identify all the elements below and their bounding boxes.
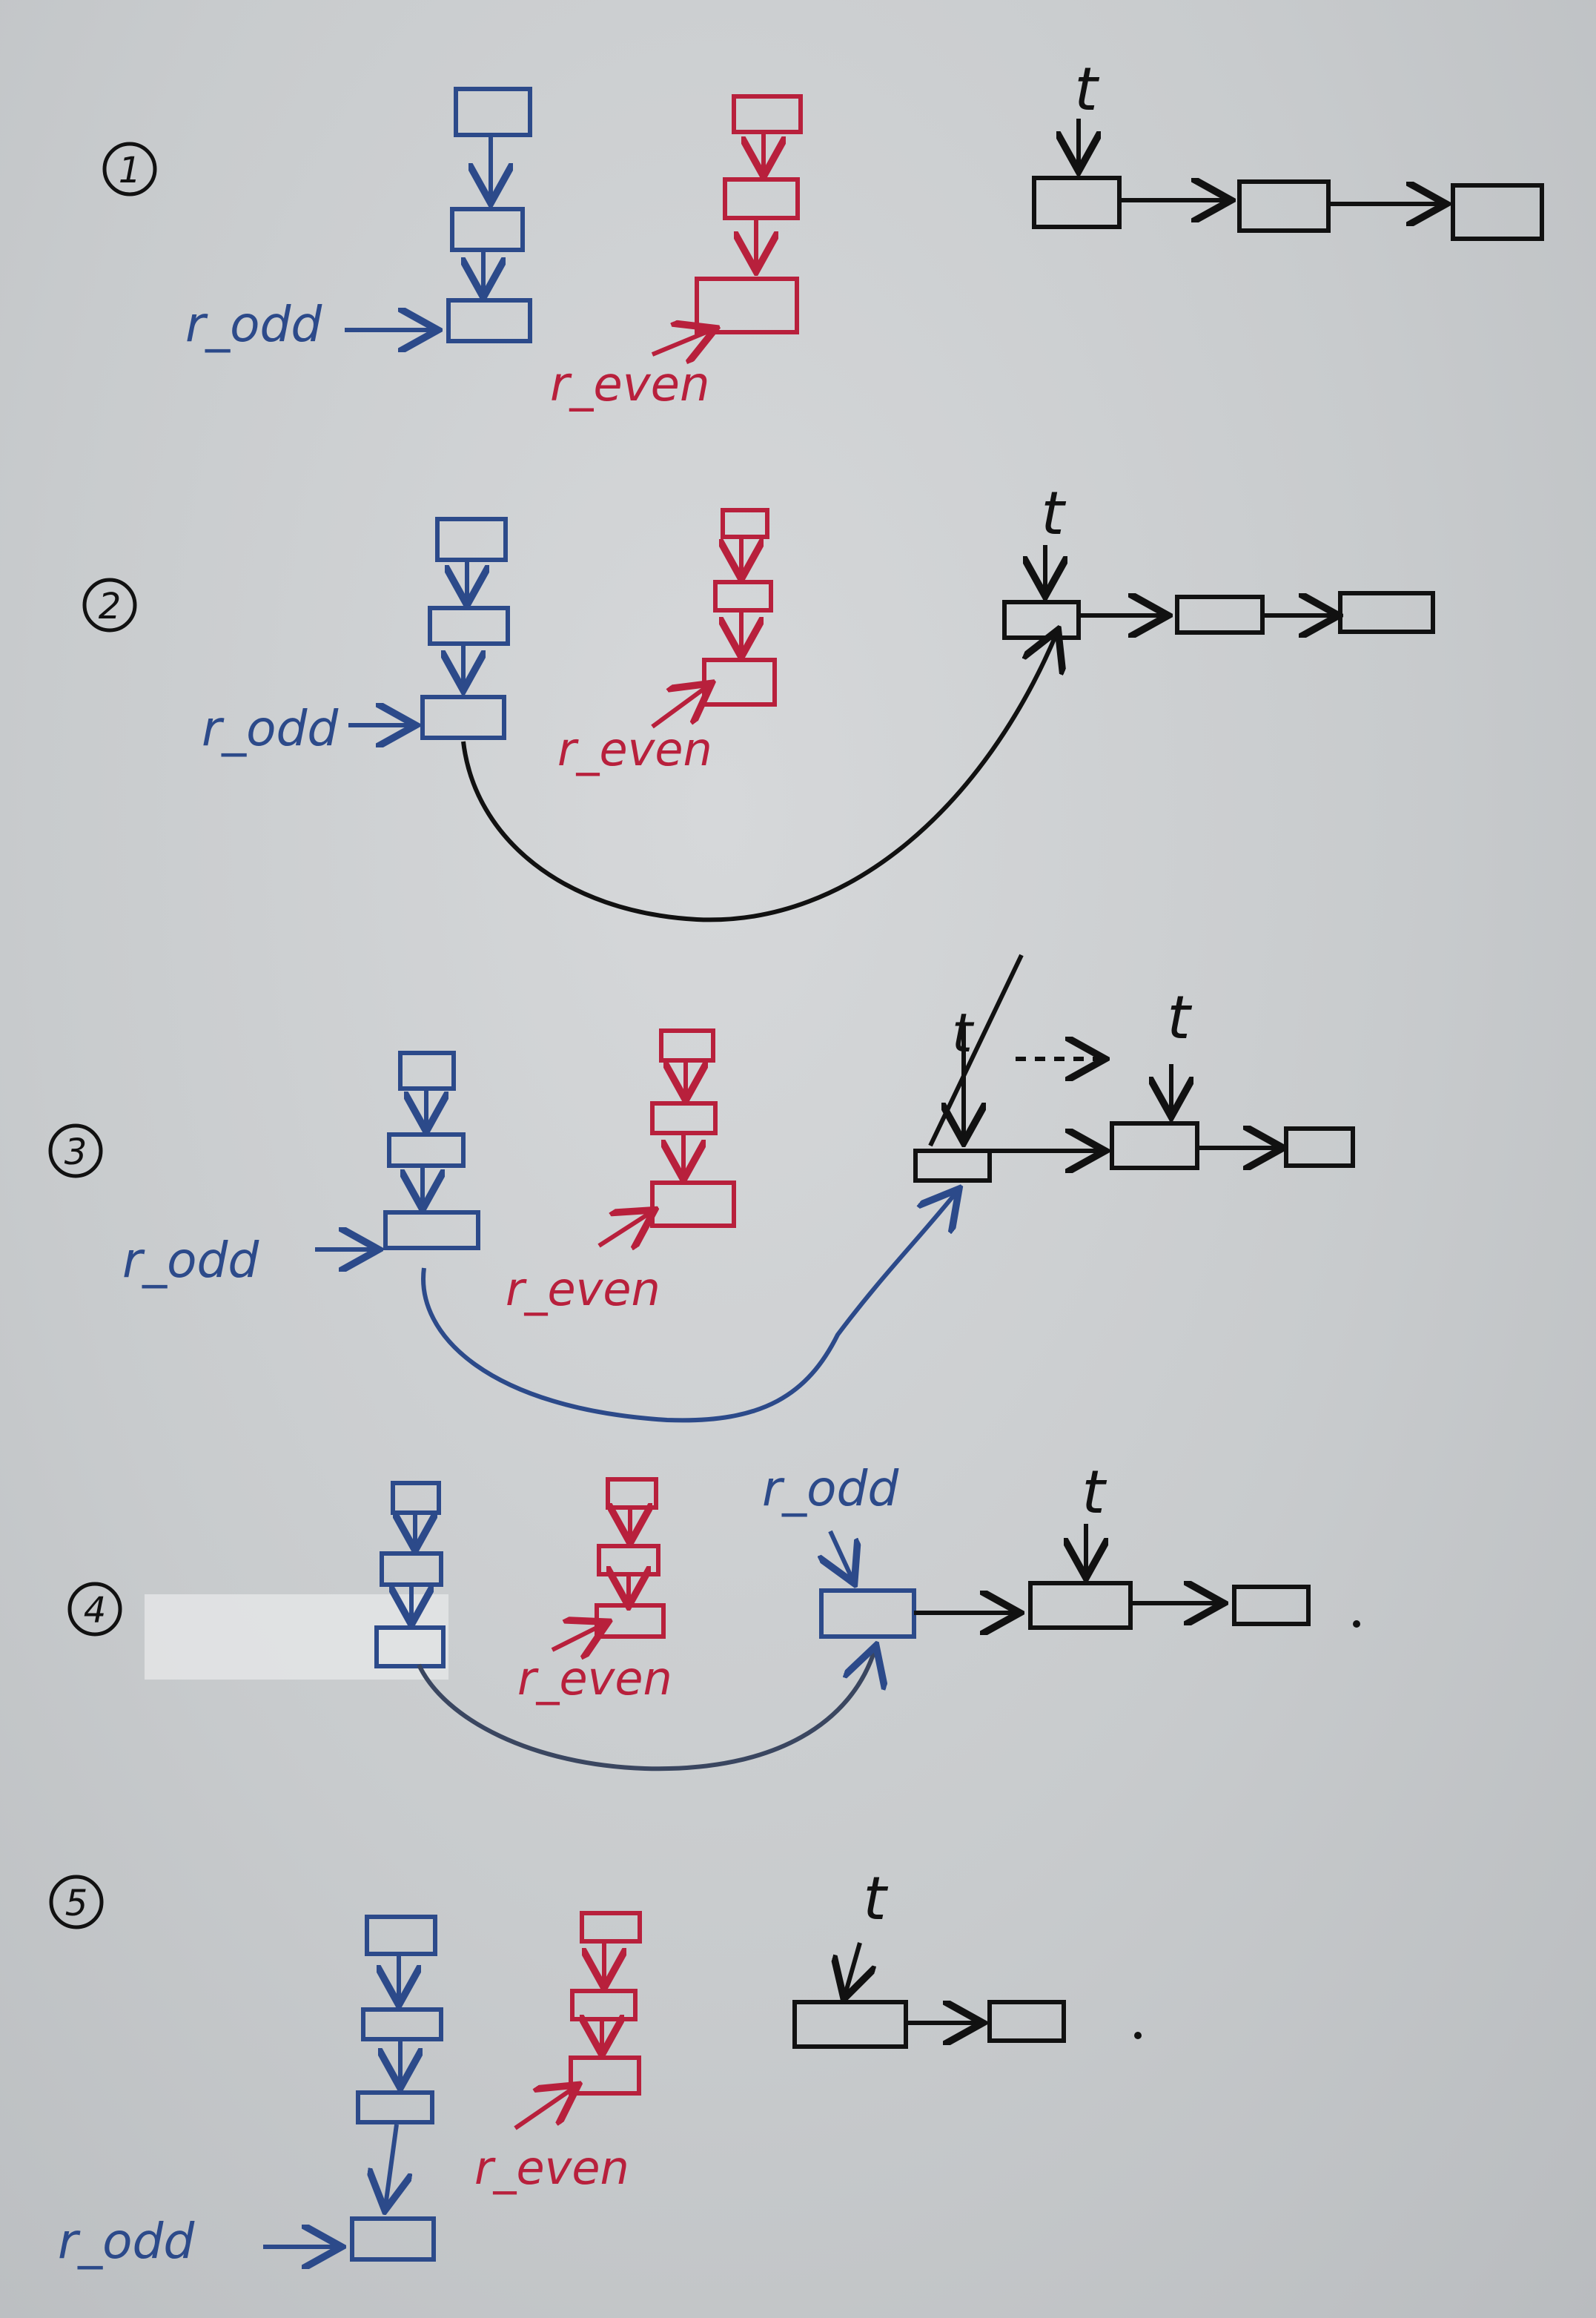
tail-label: t [1167,983,1192,1052]
tail-label: t [1074,55,1099,124]
odd-node [446,298,532,343]
list-node [1232,1585,1311,1626]
odd-stack-1 [345,87,532,343]
list-3 [913,954,1355,1183]
step-3-badge [48,1123,103,1178]
tail-label: t [863,1864,888,1933]
even-node [597,1544,660,1576]
step-1-badge [102,142,157,197]
even-node [713,580,773,612]
odd-node [380,1551,443,1587]
r-odd-label: r_odd [122,1232,259,1289]
step-1-number: 1 [119,150,142,191]
r-odd-label: r_odd [58,2213,195,2270]
list-node [1032,176,1122,229]
step-2-number: 2 [99,586,122,627]
even-node [723,177,800,220]
odd-node [450,207,525,252]
list-2 [461,545,1435,922]
odd-node [374,1625,446,1668]
odd-node [383,1210,480,1250]
step-2: 2 r_odd r_even t [82,479,1435,922]
r-even-label: r_even [506,1262,660,1316]
list-5 [792,1942,1066,2049]
step-2-badge [82,578,137,633]
list-4 [417,1530,916,1771]
even-stack-1 [651,94,803,354]
period-mark [1353,1620,1360,1628]
list-node [1175,595,1265,635]
even-stack-3 [597,1028,736,1246]
odd-node [387,1132,466,1168]
step-1: 1 r_odd r_even [102,55,1544,412]
even-node [650,1181,736,1228]
list-node [1237,179,1331,233]
even-stack-2 [651,508,777,729]
step-4: 4 r_even r_odd [67,1458,1360,1771]
list-node [1110,1121,1199,1170]
r-odd-label: r_odd [185,296,322,353]
odd-stack-5 [263,1915,443,2262]
odd-stack-2 [348,517,510,740]
r-even-label: r_even [550,357,710,412]
odd-node [350,2216,436,2262]
odd-node [420,695,506,740]
even-node [570,1989,638,2021]
list-node [987,2000,1066,2043]
list-node [1028,1581,1133,1630]
list-node [1284,1126,1355,1168]
even-node [569,2056,641,2096]
r-even-label: r_even [474,2141,629,2195]
odd-node [454,87,532,137]
odd-stack-3 [315,1051,956,1423]
even-node [650,1101,718,1135]
even-node [595,1603,666,1639]
step-3-number: 3 [64,1132,87,1173]
even-node [732,94,803,134]
even-node [721,508,769,539]
even-node [606,1477,658,1510]
r-odd-label: r_odd [202,700,339,757]
list-node [913,1149,992,1183]
list-node [1002,600,1081,640]
list-node [819,1588,916,1639]
even-stack-5 [514,1911,642,2130]
step-3: 3 r_odd r_even [48,954,1355,1423]
list-node [792,2000,908,2049]
step-5-number: 5 [65,1883,88,1924]
step-4-number: 4 [84,1590,107,1631]
old-tail-label: t [952,1002,975,1064]
even-node [580,1911,642,1944]
strike-line [928,954,1024,1147]
step-5-badge [49,1875,104,1929]
even-stack-4 [551,1477,666,1650]
odd-node [356,2090,434,2124]
odd-node [361,2007,443,2041]
odd-link-arc [417,1650,875,1771]
odd-node [391,1481,441,1515]
odd-node [365,1915,437,1956]
step-4-badge [67,1582,122,1637]
even-node [659,1028,715,1063]
odd-link-arc [421,1192,956,1423]
step-5: 5 r_odd r_even t [49,1864,1142,2270]
list-node [1451,183,1544,241]
r-even-label: r_even [517,1651,672,1706]
even-node [702,658,777,707]
odd-stack-4 [374,1481,446,1668]
r-even-label: r_even [557,722,712,776]
odd-node [428,606,510,646]
tail-label: t [1082,1458,1107,1527]
list-node [1338,591,1435,634]
r-odd-label: r_odd [762,1460,899,1517]
period-mark [1134,2032,1142,2039]
odd-node [435,517,508,562]
odd-link-arc [461,634,1056,922]
list-1 [1032,119,1544,241]
tail-label: t [1041,479,1066,548]
even-node [695,277,799,334]
odd-node [398,1051,456,1091]
